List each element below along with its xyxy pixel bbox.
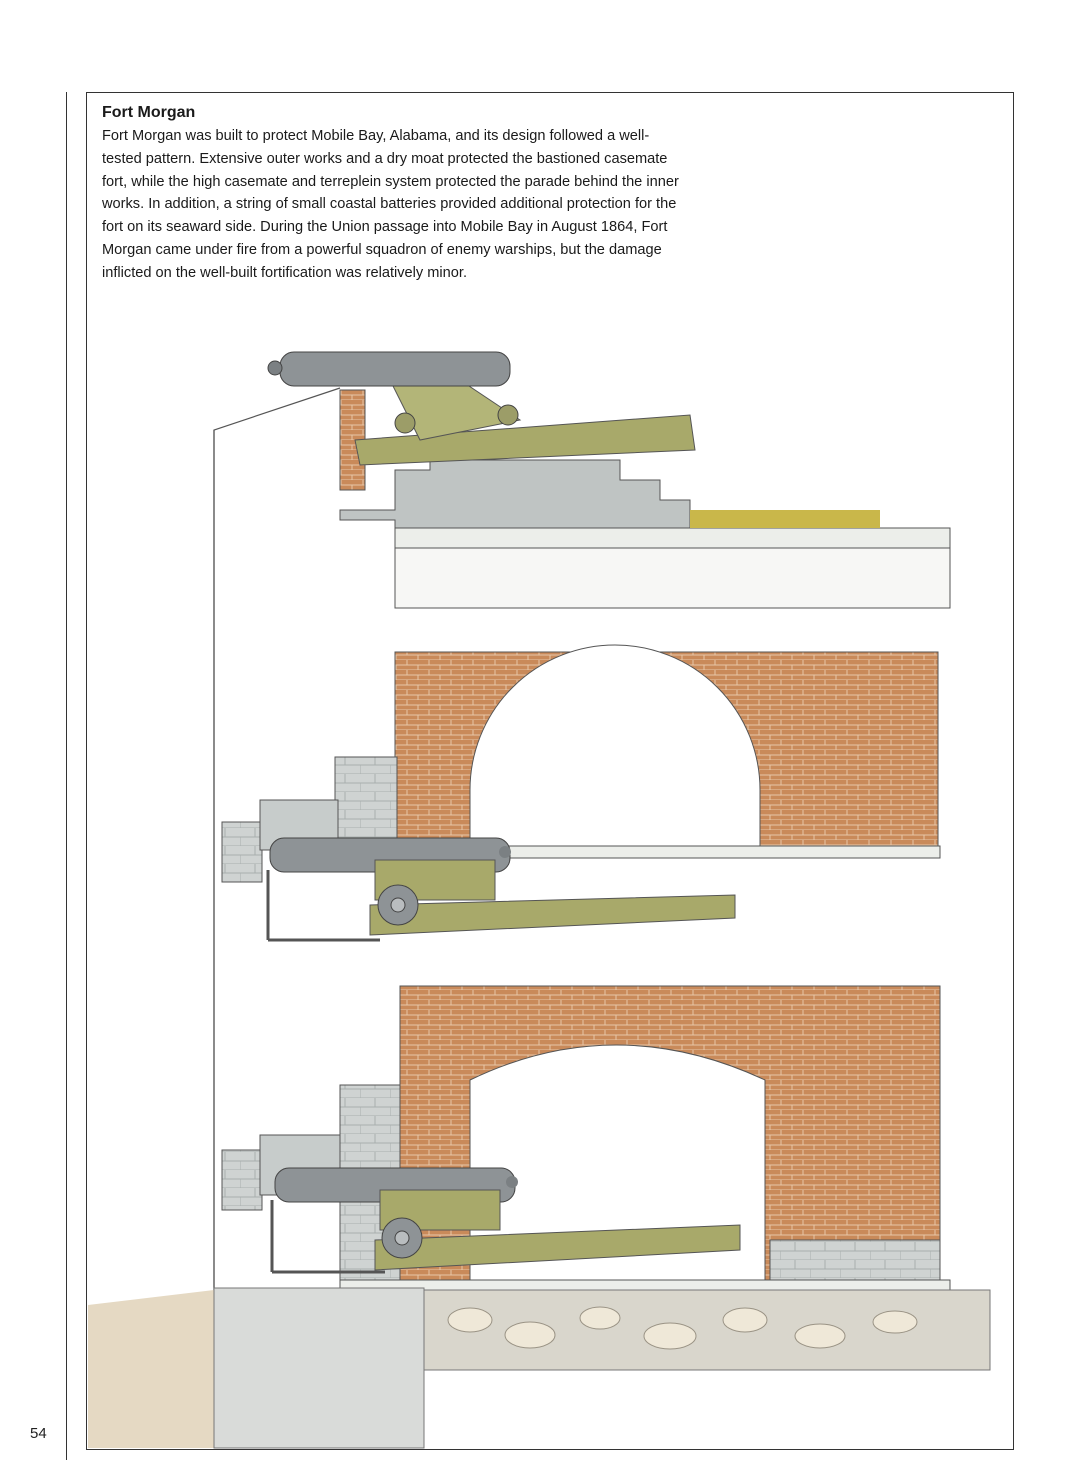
caption: Fort Morgan Fort Morgan was built to pro… <box>102 104 682 285</box>
gutter-rule <box>66 92 67 1460</box>
caption-body: Fort Morgan was built to protect Mobile … <box>102 128 679 281</box>
upper-casemate <box>221 644 941 942</box>
caption-title: Fort Morgan <box>102 104 196 121</box>
lower-cannon <box>270 1167 741 1274</box>
lower-casemate <box>221 985 951 1293</box>
outer-wall <box>213 387 341 1310</box>
grass-terreplein <box>690 510 880 528</box>
page-number: 54 <box>30 1425 47 1442</box>
ground-foundation <box>88 1287 991 1449</box>
illustration-frame <box>86 92 1014 1450</box>
terreplein-level <box>267 351 951 609</box>
middle-cannon <box>266 837 736 942</box>
top-cannon <box>267 351 696 466</box>
